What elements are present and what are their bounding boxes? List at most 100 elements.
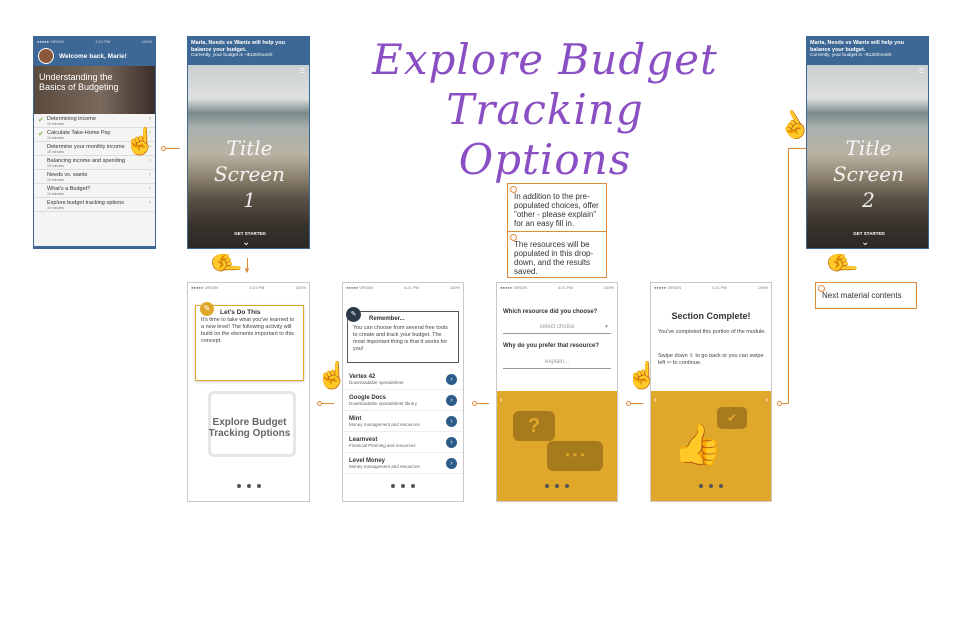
- check-bubble-icon: ✔: [717, 407, 747, 429]
- chevron-right-icon: ›: [149, 116, 151, 122]
- lesson-duration: 15 minutes: [47, 178, 65, 182]
- chevron-down-icon[interactable]: ⌄: [861, 237, 870, 248]
- pager-dots[interactable]: [497, 475, 617, 493]
- resource-select[interactable]: select choice ▼: [503, 321, 611, 334]
- annotation-note: Next material contents: [815, 282, 917, 309]
- checkmark-icon: ✔: [38, 117, 44, 124]
- left-chevron-icon[interactable]: ‹: [654, 395, 657, 404]
- menu-icon[interactable]: ☰: [299, 69, 305, 75]
- annotation-note: The resources will be populated in this …: [507, 231, 607, 278]
- connector-dot: [161, 146, 166, 151]
- card-body: It's time to take what you've learned to…: [201, 317, 295, 344]
- checkmark-icon: ✔: [38, 131, 44, 138]
- connector-line: [788, 148, 806, 149]
- card-heading: Remember...: [369, 316, 405, 322]
- complete-line-1: You've completed this portion of the mod…: [658, 329, 766, 335]
- arrow-right-icon[interactable]: ›: [446, 373, 457, 385]
- connector-dot: [317, 401, 322, 406]
- nav-icons: [188, 292, 309, 300]
- lesson-duration: 15 minutes: [47, 192, 65, 196]
- menu-icon[interactable]: ☰: [918, 69, 924, 75]
- title-screen-header: Maria, Needs vs Wants will help you bala…: [188, 37, 309, 65]
- page-title: Explore Budget Tracking Options: [372, 35, 718, 184]
- get-started-button[interactable]: GET STARTED: [234, 231, 266, 236]
- card-body: You can choose from several free tools t…: [353, 325, 448, 352]
- lesson-title: Determining income: [47, 116, 96, 122]
- title-screen-label: Title Screen 2: [832, 136, 904, 212]
- connector-line: [166, 148, 180, 149]
- lesson-item[interactable]: What's a Budget?15 minutes›: [34, 184, 155, 198]
- explain-field[interactable]: explain...: [503, 356, 611, 369]
- lesson-duration: 15 minutes: [47, 136, 65, 140]
- chevron-right-icon: ›: [149, 130, 151, 136]
- toolbox-illustration-icon: [208, 391, 296, 457]
- get-started-button[interactable]: GET STARTED: [853, 231, 885, 236]
- annotation-note: In addition to the pre-populated choices…: [507, 183, 607, 232]
- bg-title: Explore Budget Tracking Options: [208, 417, 291, 439]
- pencil-icon: ✎: [200, 302, 214, 316]
- pager-dots[interactable]: [343, 475, 463, 493]
- beach-image: ☰ Title Screen 1 GET STARTED ⌄: [188, 65, 309, 248]
- connector-line: [788, 148, 789, 404]
- title-screen-label: Title Screen 1: [213, 136, 285, 212]
- connector-line: [247, 258, 248, 272]
- lesson-title: Calculate Take-Home Pay: [47, 130, 111, 136]
- resource-desc: Downloadable spreadsheet: [349, 379, 404, 385]
- lesson-title: Determine your monthly income: [47, 144, 125, 150]
- hero-banner: Understanding the Basics of Budgeting: [34, 66, 155, 114]
- pager-dots[interactable]: [188, 475, 309, 493]
- thumbs-up-icon: 👍: [673, 423, 723, 467]
- arrow-right-icon[interactable]: ›: [446, 457, 457, 469]
- chevron-right-icon: ›: [149, 144, 151, 150]
- question-bubble-icon: ?: [513, 411, 555, 441]
- complete-heading: Section Complete!: [671, 311, 751, 321]
- right-chevron-icon[interactable]: ›: [765, 395, 768, 404]
- avatar: [38, 48, 54, 64]
- lesson-duration: 15 minutes: [47, 150, 65, 154]
- complete-line-2: Swipe down ⇩ to go back or you can swipe…: [658, 353, 764, 366]
- resource-name: Vertex 42: [349, 373, 376, 380]
- card-heading: Let's Do This: [220, 309, 261, 316]
- lesson-duration: 15 minutes: [47, 206, 65, 210]
- lesson-title: What's a Budget?: [47, 186, 91, 192]
- tap-hand-icon: ☝: [124, 126, 157, 156]
- question-1: Which resource did you choose?: [503, 309, 598, 315]
- welcome-bar: Welcome back, Marie!: [34, 46, 155, 66]
- pager-dots[interactable]: [651, 475, 771, 493]
- lesson-title: Needs vs. wants: [47, 172, 88, 178]
- lesson-title: Balancing income and spending: [47, 158, 125, 164]
- resource-desc: Money management and resources: [349, 421, 420, 427]
- question-2: Why do you prefer that resource?: [503, 343, 600, 349]
- lesson-duration: 15 minutes: [47, 122, 65, 126]
- dropdown-arrow-icon: ▼: [604, 324, 609, 330]
- arrow-down-icon: ▼: [243, 266, 251, 275]
- arrow-right-icon[interactable]: ›: [446, 415, 457, 427]
- connector-dot: [777, 401, 782, 406]
- left-chevron-icon[interactable]: ‹: [500, 395, 503, 404]
- arrow-right-icon[interactable]: ›: [446, 436, 457, 448]
- swipe-down-hand-icon: ☝: [827, 247, 858, 280]
- chevron-down-icon[interactable]: ⌄: [242, 237, 251, 248]
- connector-line: [782, 403, 788, 404]
- arrow-right-icon[interactable]: ›: [446, 394, 457, 406]
- welcome-text: Welcome back, Marie!: [59, 52, 127, 60]
- resource-name: Google Docs: [349, 394, 387, 401]
- connector-dot: [626, 401, 631, 406]
- lets-do-this-card: ✎ Let's Do This It's time to take what y…: [195, 302, 304, 381]
